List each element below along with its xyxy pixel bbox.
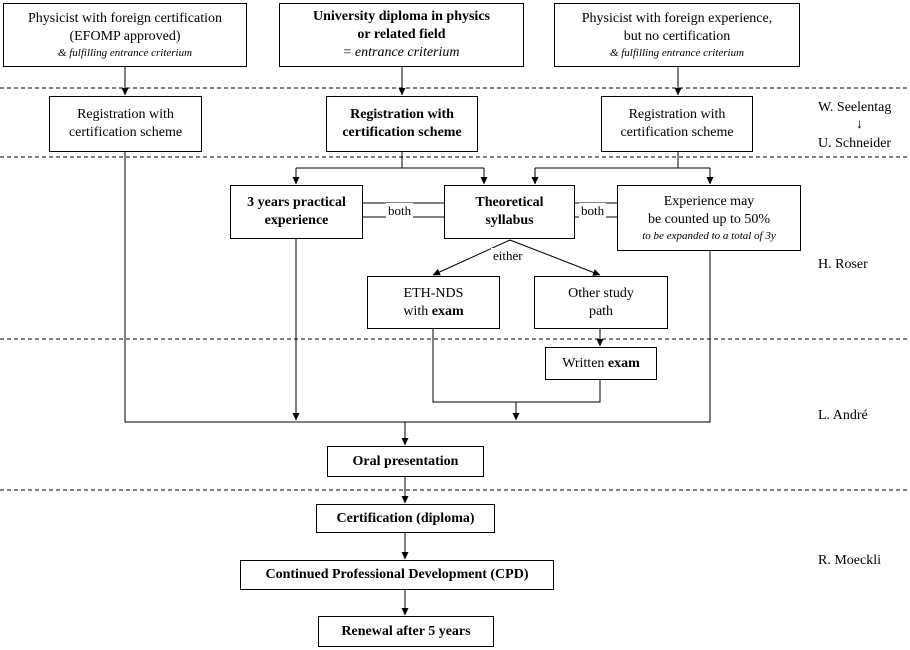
either-label: either	[491, 248, 525, 263]
certification-diploma-box: Certification (diploma)	[316, 504, 495, 533]
registration-right-box: Registration with certification scheme	[601, 96, 753, 152]
box-line: ETH-NDS	[403, 285, 464, 301]
registration-center-box: Registration with certification scheme	[326, 96, 478, 152]
both-label-left: both	[386, 203, 414, 218]
person-moeckli: R. Moeckli	[818, 553, 881, 568]
both-label-right: both	[579, 203, 607, 218]
box-line: 3 years practical	[247, 195, 346, 210]
box-line: certification scheme	[68, 125, 183, 140]
with-text: with	[403, 303, 432, 319]
box-line: with exam	[403, 303, 463, 321]
renewal-box: Renewal after 5 years	[318, 616, 494, 647]
cpd-box: Continued Professional Development (CPD)	[240, 560, 554, 590]
person-seelentag: W. Seelentag	[818, 100, 892, 115]
box-line: Registration with	[350, 107, 454, 122]
foreign-experience-box: Physicist with foreign experience, but n…	[554, 3, 800, 67]
box-line: (EFOMP approved)	[69, 28, 181, 44]
written-text: Written	[562, 355, 608, 371]
exam-text: exam	[431, 303, 464, 319]
box-line: but no certification	[623, 28, 731, 44]
box-line: certification scheme	[342, 125, 462, 140]
box-line: Written exam	[562, 355, 640, 373]
box-note: = entrance criterium	[344, 44, 460, 62]
down-arrow-icon: ↓	[856, 117, 863, 132]
person-andre: L. André	[818, 408, 868, 423]
box-line: Registration with	[77, 107, 174, 122]
registration-left-box: Registration with certification scheme	[49, 96, 202, 152]
practical-experience-box: 3 years practical experience	[230, 185, 363, 239]
entrance-criterium-text: entrance criterium	[354, 45, 460, 60]
equals-sign: =	[343, 45, 355, 60]
box-line: be counted up to 50%	[647, 211, 771, 227]
box-line: Theoretical	[475, 195, 544, 210]
oral-presentation-box: Oral presentation	[327, 446, 484, 477]
eth-nds-box: ETH-NDS with exam	[367, 276, 500, 329]
experience-may-box: Experience may be counted up to 50% to b…	[617, 185, 801, 251]
box-line: experience	[264, 213, 329, 228]
person-schneider: U. Schneider	[818, 136, 892, 151]
box-line: Physicist with foreign certification	[27, 10, 222, 26]
foreign-certification-box: Physicist with foreign certification (EF…	[3, 3, 247, 67]
written-exam-box: Written exam	[545, 347, 657, 380]
box-line: Other study	[568, 285, 634, 301]
university-diploma-box: University diploma in physics or related…	[279, 3, 524, 67]
theoretical-syllabus-box: Theoretical syllabus	[444, 185, 575, 239]
box-line: or related field	[357, 27, 446, 42]
arrow	[509, 239, 601, 276]
box-line: University diploma in physics	[313, 9, 490, 24]
arrow	[432, 239, 511, 276]
box-line: Registration with	[628, 107, 726, 122]
box-note: to be expanded to a total of 3y	[642, 229, 776, 242]
box-line: Experience may	[663, 193, 755, 209]
box-line: path	[588, 303, 614, 319]
person-roser: H. Roser	[818, 257, 868, 272]
exam-text: exam	[607, 355, 640, 371]
connector	[124, 152, 711, 423]
box-line: syllabus	[485, 213, 534, 228]
box-line: Physicist with foreign experience,	[581, 10, 773, 26]
box-line: certification scheme	[620, 125, 734, 140]
box-note: & fulfilling entrance criterium	[609, 46, 745, 59]
box-note: & fulfilling entrance criterium	[57, 46, 193, 59]
other-study-path-box: Other study path	[534, 276, 668, 329]
